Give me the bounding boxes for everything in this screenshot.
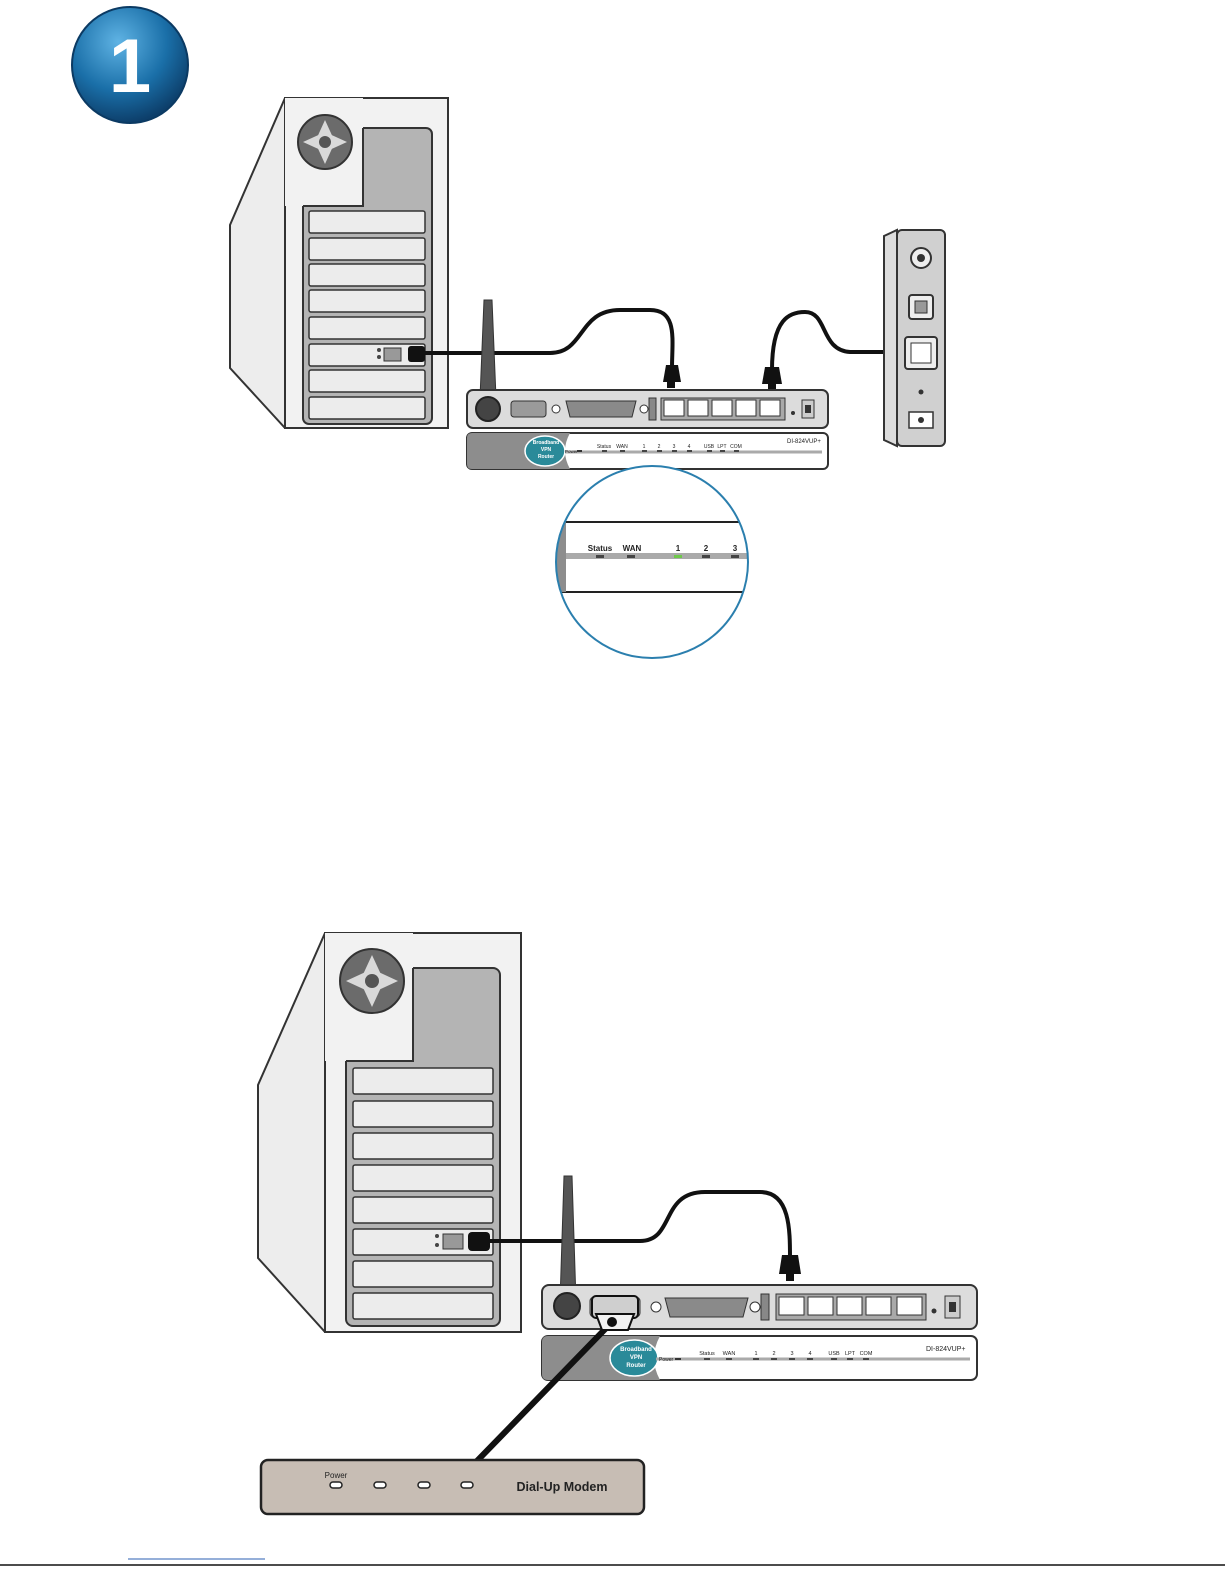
led-label: 2 — [772, 1351, 775, 1357]
led-label: 1 — [643, 444, 646, 450]
led-label: 2 — [658, 444, 661, 450]
modem-led — [461, 1482, 473, 1488]
dial-up-modem: Power Dial-Up Modem — [261, 1460, 644, 1514]
zoom-led-label: 2 — [704, 544, 709, 553]
led-zoom-callout: Status WAN 1 2 3 — [540, 466, 770, 658]
router-badge-line-3: Router — [538, 454, 554, 460]
nic-port-icon — [377, 346, 425, 362]
led-label: COM — [860, 1351, 873, 1357]
router-power-label: Power — [659, 1357, 674, 1363]
led-label: Status — [699, 1351, 715, 1357]
modem-led — [330, 1482, 342, 1488]
pc-tower-top — [230, 98, 448, 428]
antenna-icon — [560, 1176, 576, 1302]
led-label: 1 — [754, 1351, 757, 1357]
led-label: 3 — [673, 444, 676, 450]
ethernet-cable-pc-router — [490, 1192, 801, 1281]
step-badge: 1 — [72, 7, 188, 123]
led-label: Status — [597, 444, 612, 450]
zoom-led-label: 3 — [733, 544, 738, 553]
broadband-modem — [884, 230, 945, 446]
led-label: WAN — [723, 1351, 736, 1357]
router-model: DI-824VUP+ — [926, 1346, 966, 1353]
ethernet-cable-pc-router — [425, 310, 681, 388]
led-label: 4 — [688, 444, 691, 450]
modem-name: Dial-Up Modem — [517, 1480, 608, 1494]
router-badge-line-3: Router — [626, 1363, 646, 1369]
led-label: LPT — [717, 444, 726, 450]
fan-icon — [340, 949, 404, 1013]
led-label: 3 — [790, 1351, 793, 1357]
fan-icon — [298, 115, 352, 169]
zoom-led-label: 1 — [676, 544, 681, 553]
ethernet-cable-router-modem — [762, 312, 902, 390]
router-model: DI-824VUP+ — [787, 439, 821, 445]
led-label: 4 — [808, 1351, 811, 1357]
modem-led — [418, 1482, 430, 1488]
router-badge-line-2: VPN — [630, 1355, 642, 1361]
step-number: 1 — [109, 24, 151, 109]
nic-port-icon — [435, 1232, 490, 1251]
led-label: LPT — [845, 1351, 856, 1357]
led-label: USB — [704, 444, 715, 450]
led-label: COM — [730, 444, 742, 450]
router-badge-line-2: VPN — [541, 447, 552, 453]
led-label: USB — [828, 1351, 840, 1357]
router-badge-line-1: Broadband — [533, 440, 559, 446]
zoom-led-label: Status — [588, 544, 613, 553]
modem-led — [374, 1482, 386, 1488]
modem-power-label: Power — [325, 1471, 348, 1480]
router-power-label: Power — [565, 449, 578, 454]
router-badge-line-1: Broadband — [620, 1347, 652, 1353]
led-label: WAN — [616, 444, 628, 450]
pc-tower-bottom — [258, 933, 521, 1332]
antenna-icon — [480, 300, 496, 398]
router-bottom: Broadband VPN Router Power Status WAN 1 … — [542, 1176, 977, 1380]
zoom-led-label: WAN — [623, 544, 642, 553]
